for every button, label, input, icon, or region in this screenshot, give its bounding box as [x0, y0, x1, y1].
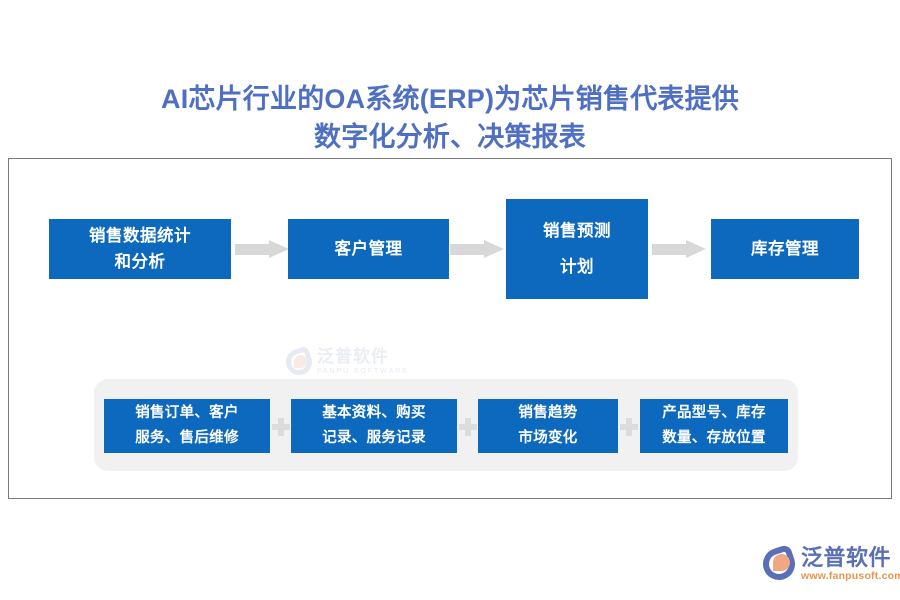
diagram-frame: 销售数据统计 和分析 客户管理 销售预测 计划 库存管理 [8, 158, 892, 499]
detail-box-sales-trend[interactable]: 销售趋势 市场变化 [478, 399, 618, 453]
process-box-customer-management[interactable]: 客户管理 [288, 219, 449, 279]
fanpu-logo-icon [282, 345, 316, 379]
detail-box-product-inventory[interactable]: 产品型号、库存 数量、存放位置 [640, 399, 788, 453]
process-box-label-line-2: 计划 [560, 258, 594, 276]
logo-accent-shape [294, 355, 307, 368]
arrow-head [269, 240, 289, 258]
watermark-logo: 泛普软件 FANPU SOFTWARE [282, 344, 446, 380]
right-arrow-icon [450, 240, 504, 259]
watermark-name-cn: 泛普软件 [317, 347, 389, 366]
watermark-text: 泛普软件 FANPU SOFTWARE [317, 348, 409, 376]
plus-icon [620, 418, 638, 436]
plus-icon [459, 418, 477, 436]
process-box-label-line-1: 销售预测 [543, 222, 611, 240]
process-box-sales-data-analysis[interactable]: 销售数据统计 和分析 [49, 219, 231, 279]
process-box-label-line-1: 库存管理 [751, 240, 819, 258]
arrow-head [484, 240, 504, 258]
page-title-line-2: 数字化分析、决策报表 [314, 122, 586, 152]
logo-ring-shape [282, 345, 316, 379]
brand-url: www.fanpusoft.com [801, 569, 900, 582]
logo-accent-shape [773, 554, 790, 571]
arrow-shaft [652, 244, 688, 255]
arrow-shaft [235, 244, 271, 255]
process-box-sales-forecast-plan[interactable]: 销售预测 计划 [506, 199, 648, 299]
detail-panel: 销售订单、客户 服务、售后维修 基本资料、购买 记录、服务记录 销售趋势 市场变… [94, 379, 798, 471]
right-arrow-icon [235, 240, 289, 259]
plus-icon [272, 418, 290, 436]
page-title-line-1: AI芯片行业的OA系统(ERP)为芯片销售代表提供 [161, 84, 739, 114]
arrow-head [686, 240, 706, 258]
detail-box-label-line-2: 服务、售后维修 [135, 430, 239, 446]
process-box-label-line-1: 客户管理 [334, 240, 403, 258]
detail-box-label-line-1: 销售趋势 [518, 405, 578, 421]
watermark-name-en: FANPU SOFTWARE [317, 366, 409, 375]
detail-box-label-line-2: 数量、存放位置 [662, 430, 766, 446]
brand-logo: 泛普软件 www.fanpusoft.com [758, 538, 900, 590]
detail-box-label-line-2: 记录、服务记录 [322, 430, 426, 446]
process-box-label-line-2: 和分析 [114, 253, 166, 271]
process-box-inventory-management[interactable]: 库存管理 [711, 219, 859, 279]
brand-text: 泛普软件 www.fanpusoft.com [801, 544, 900, 583]
detail-box-basic-info[interactable]: 基本资料、购买 记录、服务记录 [291, 399, 457, 453]
fanpu-logo-icon [758, 543, 800, 585]
right-arrow-icon [652, 240, 706, 259]
detail-box-label-line-1: 产品型号、库存 [662, 405, 766, 421]
page-title: AI芯片行业的OA系统(ERP)为芯片销售代表提供 数字化分析、决策报表 [0, 80, 900, 156]
detail-box-label-line-1: 销售订单、客户 [135, 405, 239, 421]
process-box-label-line-1: 销售数据统计 [89, 227, 191, 245]
brand-name: 泛普软件 [801, 544, 892, 570]
detail-box-label-line-1: 基本资料、购买 [322, 405, 426, 421]
detail-box-sales-orders[interactable]: 销售订单、客户 服务、售后维修 [104, 399, 270, 453]
arrow-shaft [450, 244, 486, 255]
detail-box-label-line-2: 市场变化 [518, 430, 578, 446]
